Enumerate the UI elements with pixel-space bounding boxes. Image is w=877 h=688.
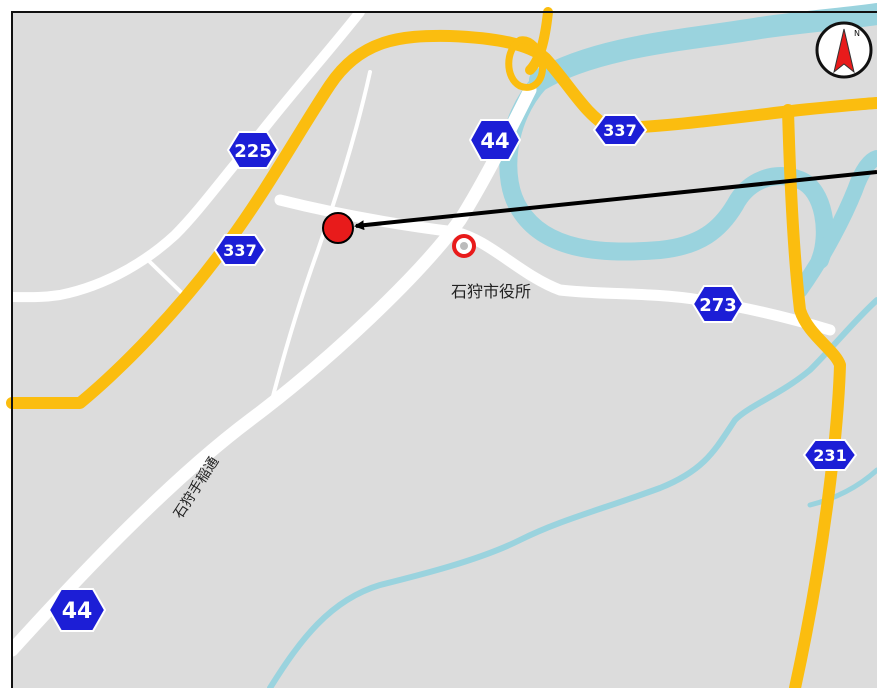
interchange-loop [505, 36, 547, 91]
svg-text:273: 273 [699, 295, 737, 316]
route-shield-337-east: 337 [592, 114, 648, 146]
svg-text:225: 225 [234, 141, 272, 162]
svg-text:44: 44 [480, 129, 509, 153]
north-arrow-icon: N [815, 21, 873, 79]
river-south [267, 297, 877, 688]
svg-text:337: 337 [603, 121, 636, 140]
svg-text:231: 231 [813, 446, 846, 465]
road-231 [782, 104, 846, 688]
city-hall-label: 石狩市役所 [451, 282, 531, 301]
route-shield-44-north: 44 [468, 119, 522, 161]
road-thin-1 [270, 70, 372, 402]
road-44 [5, 83, 537, 657]
city-hall-icon[interactable] [452, 234, 476, 258]
route-shield-225: 225 [226, 131, 280, 169]
route-shield-337-west: 337 [213, 234, 267, 266]
pointer-arrow [354, 170, 877, 231]
river-main [529, 3, 877, 91]
compass-label: N [854, 29, 860, 38]
route-shield-273: 273 [691, 285, 745, 323]
river-creek [807, 467, 877, 508]
svg-text:44: 44 [62, 599, 93, 624]
route-shield-44-south: 44 [47, 588, 107, 632]
river-east [792, 150, 877, 298]
location-dot-icon[interactable] [322, 212, 354, 244]
map-border [11, 11, 877, 688]
route-shield-231: 231 [802, 439, 858, 471]
road-337-north [525, 7, 553, 75]
road-thin-2 [148, 260, 187, 298]
road-225 [7, 7, 365, 303]
land-area [12, 12, 877, 688]
svg-text:337: 337 [223, 241, 256, 260]
rivers [267, 3, 877, 688]
